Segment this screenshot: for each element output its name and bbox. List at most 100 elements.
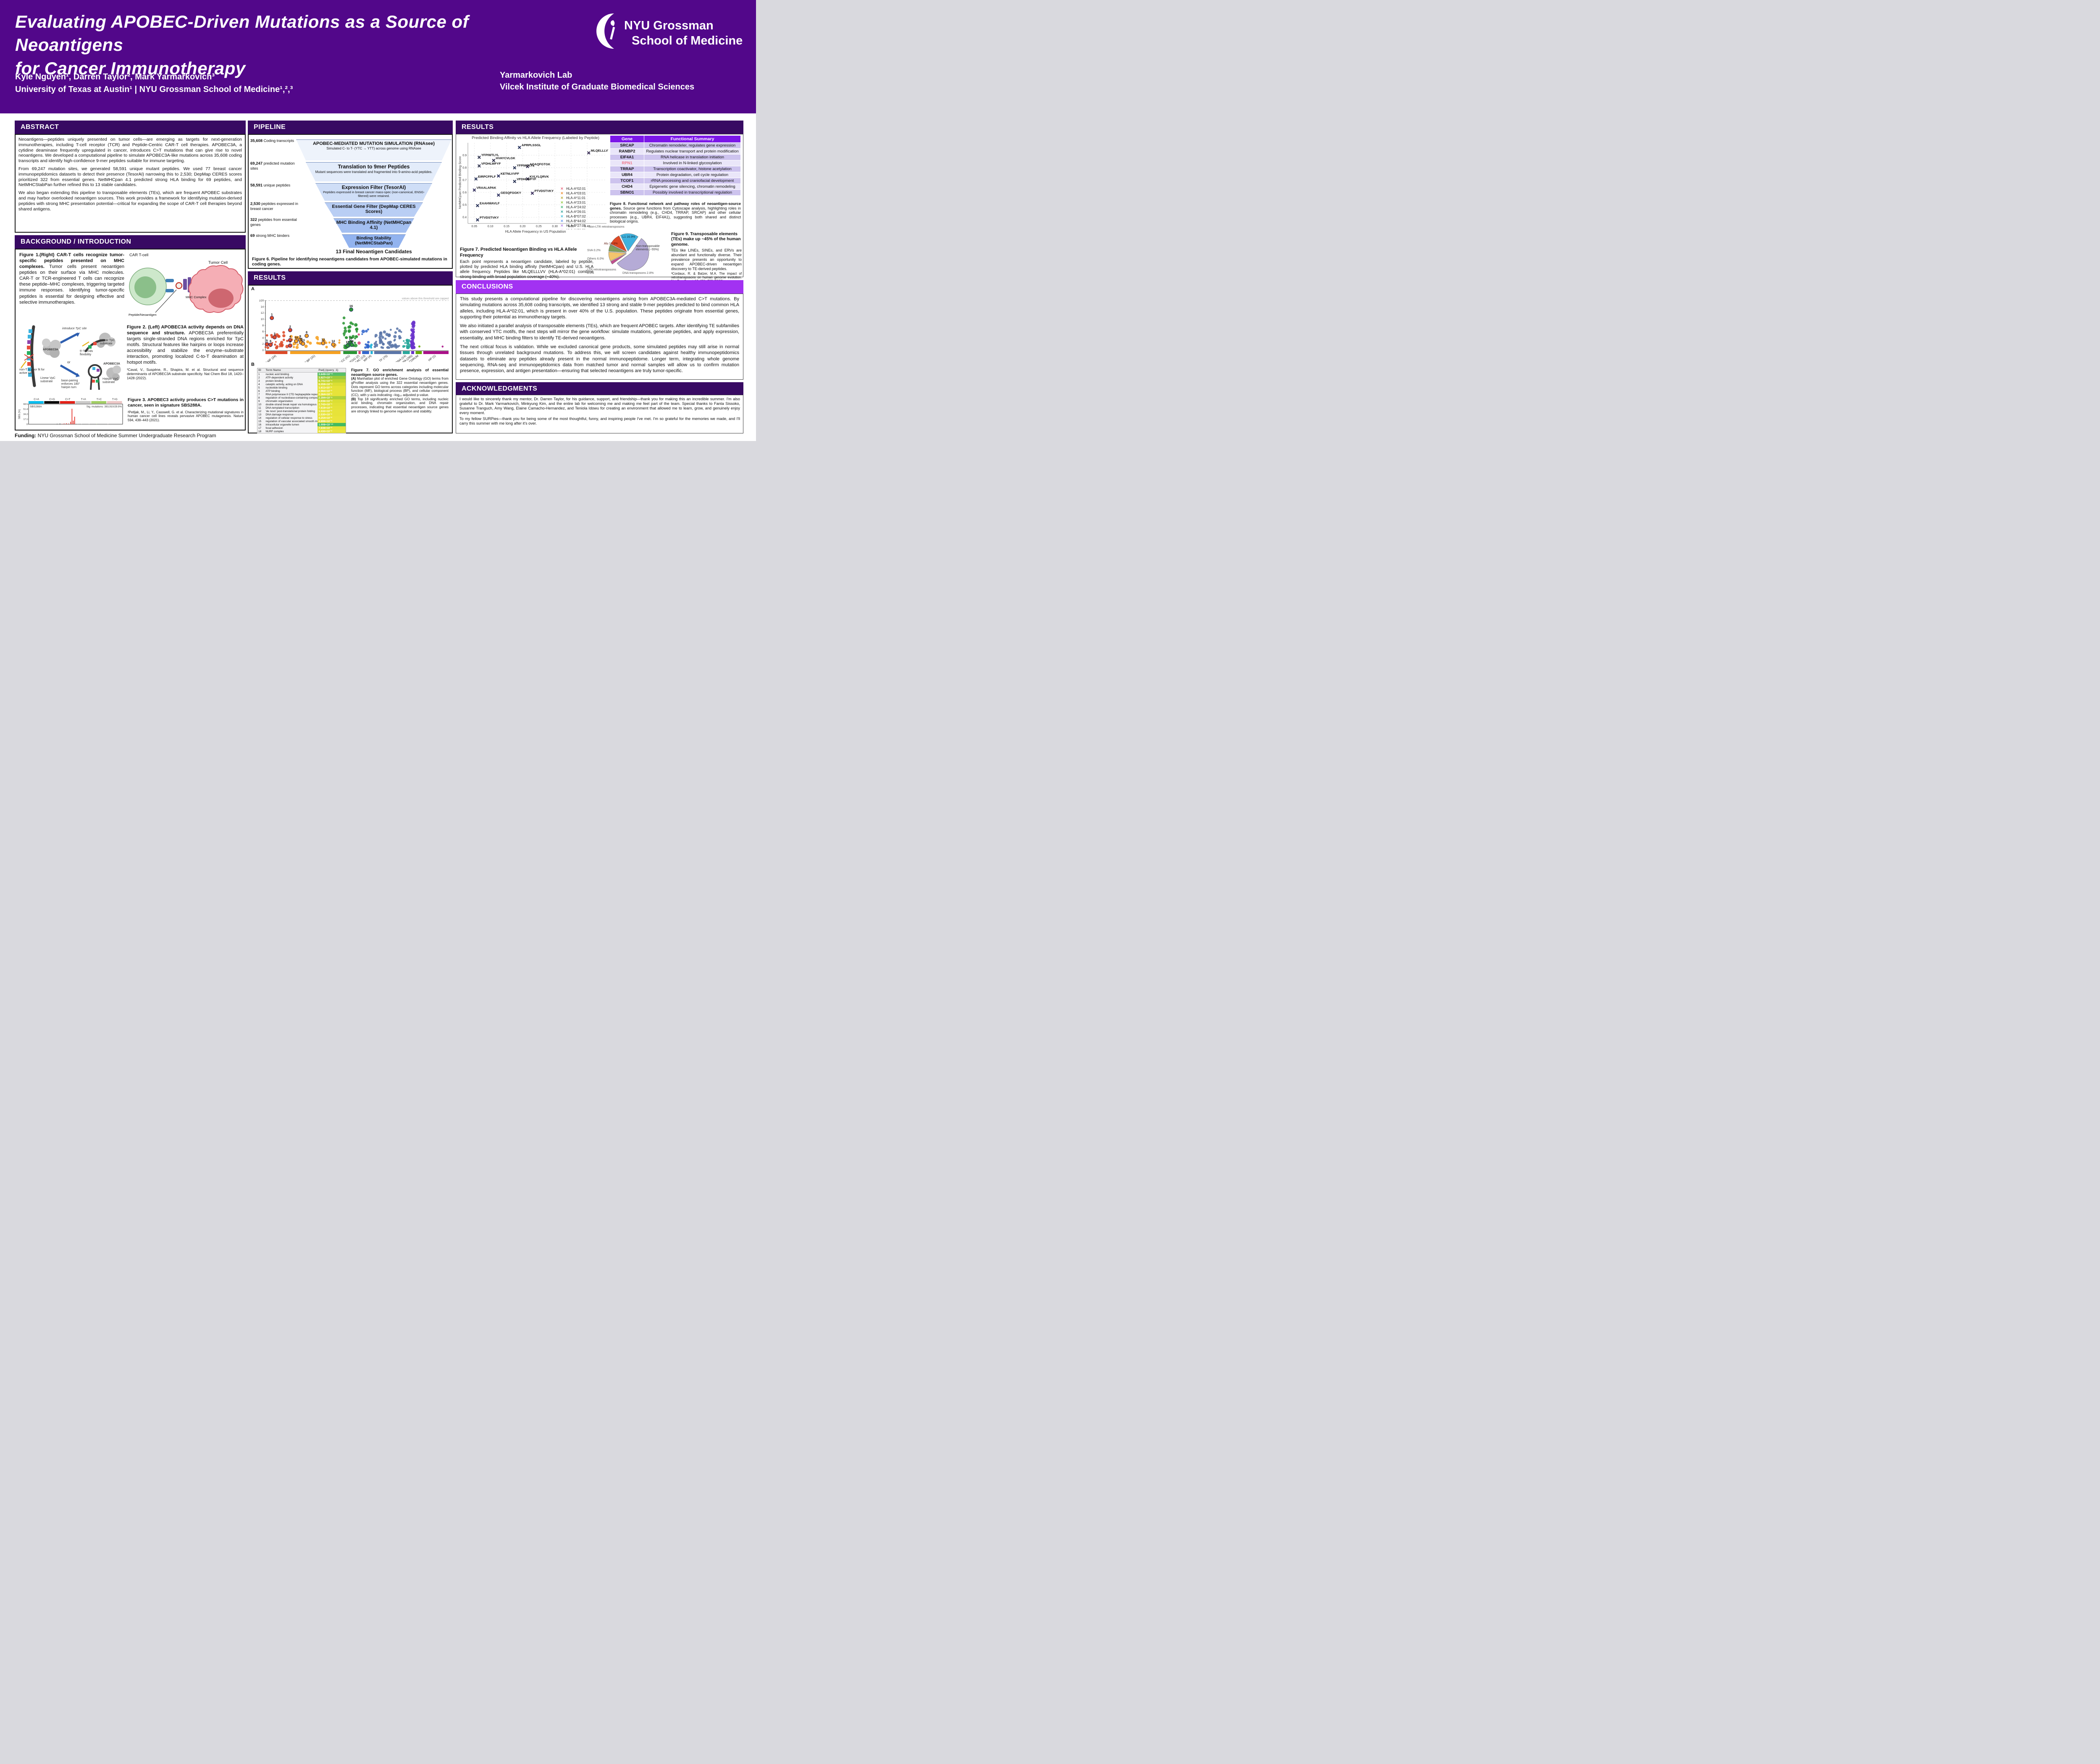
- scatter-point: ✕: [587, 151, 591, 156]
- figure2-caption-bold: Figure 2. (Left) APOBEC3A activity depen…: [127, 325, 244, 336]
- funnel-side-label-2: 69,247 predicted mutation sites: [250, 161, 295, 171]
- manhattan-dot: [348, 330, 351, 333]
- manhattan-dot: [315, 336, 319, 340]
- manhattan-dot: [381, 336, 384, 339]
- go-table-cell: 3.827×10⁻⁷: [318, 376, 346, 379]
- go-table-cell: 17: [258, 426, 262, 430]
- scatter-point-label: VFDHLWFYF: [481, 162, 501, 165]
- svg-text:C>T: C>T: [65, 398, 70, 401]
- manhattan-labeled-dot: [349, 343, 354, 347]
- scatter-point: ✕: [477, 155, 481, 160]
- figure7-binding-title: Figure 7. Predicted Neoantigen Binding v…: [460, 247, 577, 258]
- go-table-cell: RNA polymerase II CTD heptapeptide repea…: [265, 393, 318, 396]
- figure1-diagram: CAR T-cell Tumor Cell MHC Complex Peptid…: [129, 253, 244, 317]
- go-table-cell: chromatin organization: [265, 399, 293, 403]
- scatter-point-label: AQAQFGTGK: [530, 163, 551, 166]
- gene-table-header: Functional Summary: [644, 135, 741, 143]
- pie-slice-non_te: [617, 238, 649, 271]
- tumor-cell-label: Tumor Cell: [208, 260, 228, 265]
- manhattan-dot: [410, 334, 413, 337]
- go-table-cell: 4.430×10⁻²: [318, 430, 346, 433]
- manhattan-dot: [344, 336, 348, 339]
- dna-bases: [27, 329, 32, 377]
- svg-text:0.35: 0.35: [568, 225, 574, 228]
- manhattan-dot: [325, 346, 328, 349]
- acknowledgments-text: I would like to sincerely thank my mento…: [459, 397, 740, 426]
- gene-table-cell: Epigenetic gene silencing, chromatin rem…: [644, 184, 741, 190]
- go-table-header: Term Name: [265, 368, 318, 373]
- fig2-nonfit-label: non-T is poor fit for active site: [19, 368, 45, 375]
- figure3-caption-bold: Figure 3. APOBEC3 activity produces C>T …: [128, 398, 244, 408]
- figure7-go-title: Figure 7. GO enrichment analysis of esse…: [351, 368, 449, 377]
- svg-text:16: 16: [349, 304, 353, 308]
- manhattan-dot: [354, 337, 356, 340]
- svg-text:68.5: 68.5: [24, 403, 28, 406]
- blue-arrow-head: [76, 333, 80, 337]
- manhattan-band: [358, 351, 361, 354]
- scatter-point: ✕: [496, 193, 500, 198]
- manhattan-band: [423, 351, 449, 354]
- figure1-caption-bold: Figure 1.(Right) CAR-T cells recognize t…: [19, 252, 124, 270]
- results-right-heading: RESULTS: [456, 121, 743, 134]
- manhattan-dot: [367, 328, 369, 331]
- gene-table-cell: Possibly involved in transcriptional reg…: [644, 189, 741, 196]
- pie-slice-ltr: [608, 252, 627, 261]
- results-mid-heading: RESULTS: [248, 271, 453, 285]
- manhattan-band: [403, 351, 410, 354]
- gene-table-cell: EIF4A1: [610, 154, 644, 160]
- pie-label-ltr: LTR retrotransposons 8.3%: [587, 268, 616, 275]
- scatter-title: Predicted Binding Affinity vs HLA Allele…: [472, 136, 599, 140]
- figure1-caption: Figure 1.(Right) CAR-T cells recognize t…: [19, 252, 124, 305]
- manhattan-dot: [403, 345, 406, 347]
- gene-table-cell: TRRAP: [610, 166, 644, 172]
- gene-table-cell: Protein degradation, cell cycle regulati…: [644, 172, 741, 178]
- scatter-point: ✕: [530, 191, 534, 196]
- manhattan-dot: [278, 335, 281, 338]
- funnel-stage-title: Expression Filter (TesorAI): [341, 184, 406, 190]
- manhattan-dot: [342, 322, 345, 325]
- go-table-cell: 4.899×10⁻²: [318, 420, 346, 423]
- gene-table-cell: CHD4: [610, 184, 644, 190]
- manhattan-band: [374, 351, 402, 354]
- manhattan-dot: [348, 325, 352, 329]
- svg-text:7: 7: [289, 340, 291, 344]
- manhattan-dot: [280, 341, 284, 344]
- scatter-point: ✕: [513, 166, 517, 171]
- svg-text:GO:MF (34): GO:MF (34): [263, 354, 277, 362]
- base: [93, 342, 97, 345]
- manhattan-labeled-dot: [270, 316, 274, 320]
- legend-marker: ✕: [560, 186, 563, 191]
- manhattan-dot: [373, 345, 376, 348]
- go-table-cell: 7.838×10⁻³: [318, 426, 346, 430]
- go-table-cell: 2.394×10⁻⁵: [318, 396, 346, 399]
- svg-text:0.15: 0.15: [504, 225, 509, 228]
- go-table-cell: 1.008×10⁻¹³: [318, 423, 346, 426]
- funding-label: Funding:: [15, 433, 37, 438]
- manhattan-dot: [295, 346, 299, 349]
- figure7-go-b-text: Top 18 significantly enriched GO terms, …: [351, 397, 449, 413]
- manhattan-dot: [342, 332, 346, 336]
- funnel-stage-title: Translation to 9mer Peptides: [338, 164, 410, 170]
- figure7-go-b-label: (B): [351, 397, 356, 401]
- svg-text:0.40: 0.40: [584, 225, 590, 228]
- funnel-stage-6: Binding Stability (NetMHCStabPan): [342, 234, 406, 248]
- go-table-cell: 4.254×10⁻²: [318, 416, 346, 420]
- scatter-point: ✕: [475, 204, 479, 209]
- go-table-cell: 12: [258, 410, 262, 413]
- svg-text:6: 6: [262, 331, 264, 333]
- funnel-stage-1: APOBEC-MEDIATED MUTATION SIMULATION (RNA…: [296, 139, 452, 160]
- manhattan-dot: [322, 338, 325, 341]
- poster-page: Evaluating APOBEC-Driven Mutations as a …: [0, 0, 756, 441]
- legend-marker: ✕: [560, 228, 563, 229]
- go-table-cell: 15: [258, 420, 262, 423]
- scatter-point: ✕: [472, 188, 476, 193]
- manhattan-labeled-dot: [345, 344, 350, 348]
- manhattan-dot: [361, 329, 365, 333]
- legend-marker: ✕: [560, 210, 563, 214]
- go-table-cell: 18: [258, 430, 262, 433]
